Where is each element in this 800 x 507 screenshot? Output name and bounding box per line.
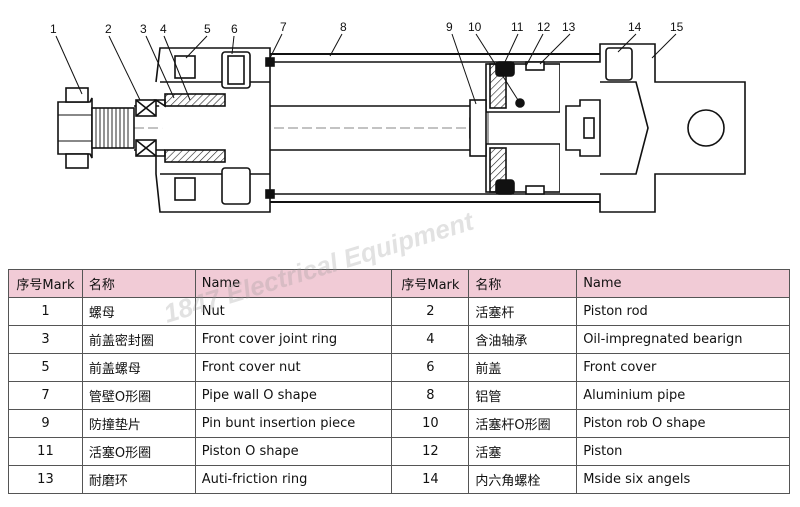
- cell-name-cn: 前盖密封圈: [81, 325, 196, 354]
- cell-name-en: Auti-friction ring: [194, 465, 393, 494]
- cell-name-cn: 内六角螺栓: [468, 465, 578, 494]
- table-row: 3 前盖密封圈 Front cover joint ring 4 含油轴承 Oi…: [8, 325, 790, 354]
- cell-name-en: Pin bunt insertion piece: [194, 409, 393, 438]
- cell-name-en: Piston O shape: [194, 437, 393, 466]
- cell-name-en: Pipe wall O shape: [194, 381, 393, 410]
- callout-2: 2: [105, 22, 112, 36]
- callout-11: 11: [511, 20, 524, 34]
- cell-name-cn: 活塞: [468, 437, 578, 466]
- callout-13: 13: [562, 20, 576, 34]
- callout-15: 15: [670, 20, 684, 34]
- parts-table-header: 序号Mark 名称 Name 序号Mark 名称 Name: [8, 269, 790, 298]
- cell-mark: 5: [8, 353, 83, 382]
- callout-7: 7: [280, 20, 287, 34]
- cell-name-en: Piston rob O shape: [576, 409, 790, 438]
- callout-8: 8: [340, 20, 347, 34]
- cell-mark: 13: [8, 465, 83, 494]
- cell-mark: 12: [391, 437, 470, 466]
- callout-5: 5: [204, 22, 211, 36]
- callout-4: 4: [160, 22, 167, 36]
- cell-name-cn: 管壁O形圈: [81, 381, 196, 410]
- nut-body: [57, 97, 93, 159]
- callout-12: 12: [537, 20, 551, 34]
- cell-name-cn: 防撞垫片: [81, 409, 196, 438]
- table-row: 11 活塞O形圈 Piston O shape 12 活塞 Piston: [8, 437, 790, 466]
- callout-3: 3: [140, 22, 147, 36]
- callout-14: 14: [628, 20, 642, 34]
- callout-1: 1: [50, 22, 57, 36]
- cell-name-en: Mside six angels: [576, 465, 790, 494]
- cell-name-en: Piston: [576, 437, 790, 466]
- cell-name-cn: 活塞杆: [468, 297, 578, 326]
- parts-table: 序号Mark 名称 Name 序号Mark 名称 Name 1 螺母 Nut 2…: [8, 269, 790, 494]
- cell-mark: 3: [8, 325, 83, 354]
- header-name-cn-left: 名称: [81, 269, 196, 298]
- cell-mark: 4: [391, 325, 470, 354]
- callout-6: 6: [231, 22, 238, 36]
- cell-name-cn: 含油轴承: [468, 325, 578, 354]
- cell-name-cn: 活塞杆O形圈: [468, 409, 578, 438]
- cell-name-en: Oil-impregnated bearign: [576, 325, 790, 354]
- cell-name-en: Nut: [194, 297, 393, 326]
- header-mark-left: 序号Mark: [8, 269, 83, 298]
- front-cover: [153, 47, 271, 213]
- cell-mark: 10: [391, 409, 470, 438]
- cell-mark: 11: [8, 437, 83, 466]
- cell-name-en: Front cover nut: [194, 353, 393, 382]
- table-row: 13 耐磨环 Auti-friction ring 14 内六角螺栓 Mside…: [8, 465, 790, 494]
- callout-10: 10: [468, 20, 482, 34]
- rear-eye-hole: [687, 109, 725, 147]
- header-mark-right: 序号Mark: [391, 269, 470, 298]
- cell-name-cn: 前盖: [468, 353, 578, 382]
- cell-name-cn: 铝管: [468, 381, 578, 410]
- table-row: 5 前盖螺母 Front cover nut 6 前盖 Front cover: [8, 353, 790, 382]
- table-row: 7 管壁O形圈 Pipe wall O shape 8 铝管 Aluminium…: [8, 381, 790, 410]
- cell-mark: 8: [391, 381, 470, 410]
- header-name-en-right: Name: [576, 269, 790, 298]
- cell-mark: 6: [391, 353, 470, 382]
- cell-name-en: Front cover joint ring: [194, 325, 393, 354]
- cylinder-cross-section-diagram: 1 2 3 4 5 6 7 8 9 10 11 12 13 14 15: [50, 20, 746, 213]
- cylinder-drawing: 1 2 3 4 5 6 7 8 9 10 11 12 13 14 15: [50, 20, 746, 213]
- cell-name-en: Aluminium pipe: [576, 381, 790, 410]
- cell-name-cn: 螺母: [81, 297, 196, 326]
- header-name-en-left: Name: [194, 269, 393, 298]
- cell-name-cn: 活塞O形圈: [81, 437, 196, 466]
- cell-name-en: Piston rod: [576, 297, 790, 326]
- cell-name-cn: 耐磨环: [81, 465, 196, 494]
- cell-mark: 14: [391, 465, 470, 494]
- cell-name-cn: 前盖螺母: [81, 353, 196, 382]
- table-row: 1 螺母 Nut 2 活塞杆 Piston rod: [8, 297, 790, 326]
- table-row: 9 防撞垫片 Pin bunt insertion piece 10 活塞杆O形…: [8, 409, 790, 438]
- cell-mark: 2: [391, 297, 470, 326]
- cell-mark: 1: [8, 297, 83, 326]
- cell-mark: 9: [8, 409, 83, 438]
- header-name-cn-right: 名称: [468, 269, 578, 298]
- callout-9: 9: [446, 20, 453, 34]
- cell-mark: 7: [8, 381, 83, 410]
- cell-name-en: Front cover: [576, 353, 790, 382]
